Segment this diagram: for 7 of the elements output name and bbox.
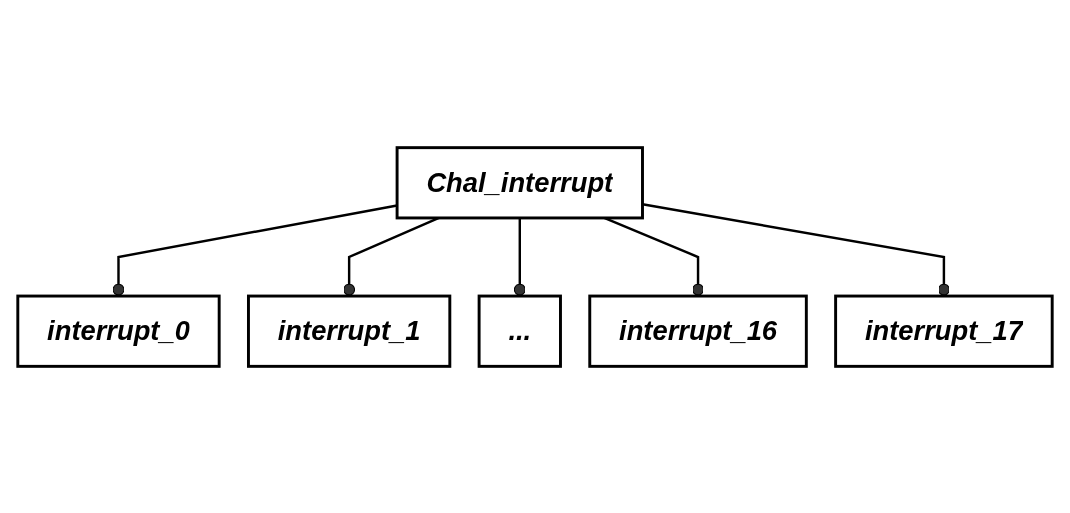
node-box: interrupt_1 — [247, 294, 452, 368]
connector — [112, 203, 398, 296]
connector — [513, 217, 526, 296]
node-box: ... — [477, 294, 562, 368]
connector — [642, 202, 950, 296]
node-box: interrupt_16 — [588, 294, 808, 368]
node-box: interrupt_0 — [16, 294, 221, 368]
